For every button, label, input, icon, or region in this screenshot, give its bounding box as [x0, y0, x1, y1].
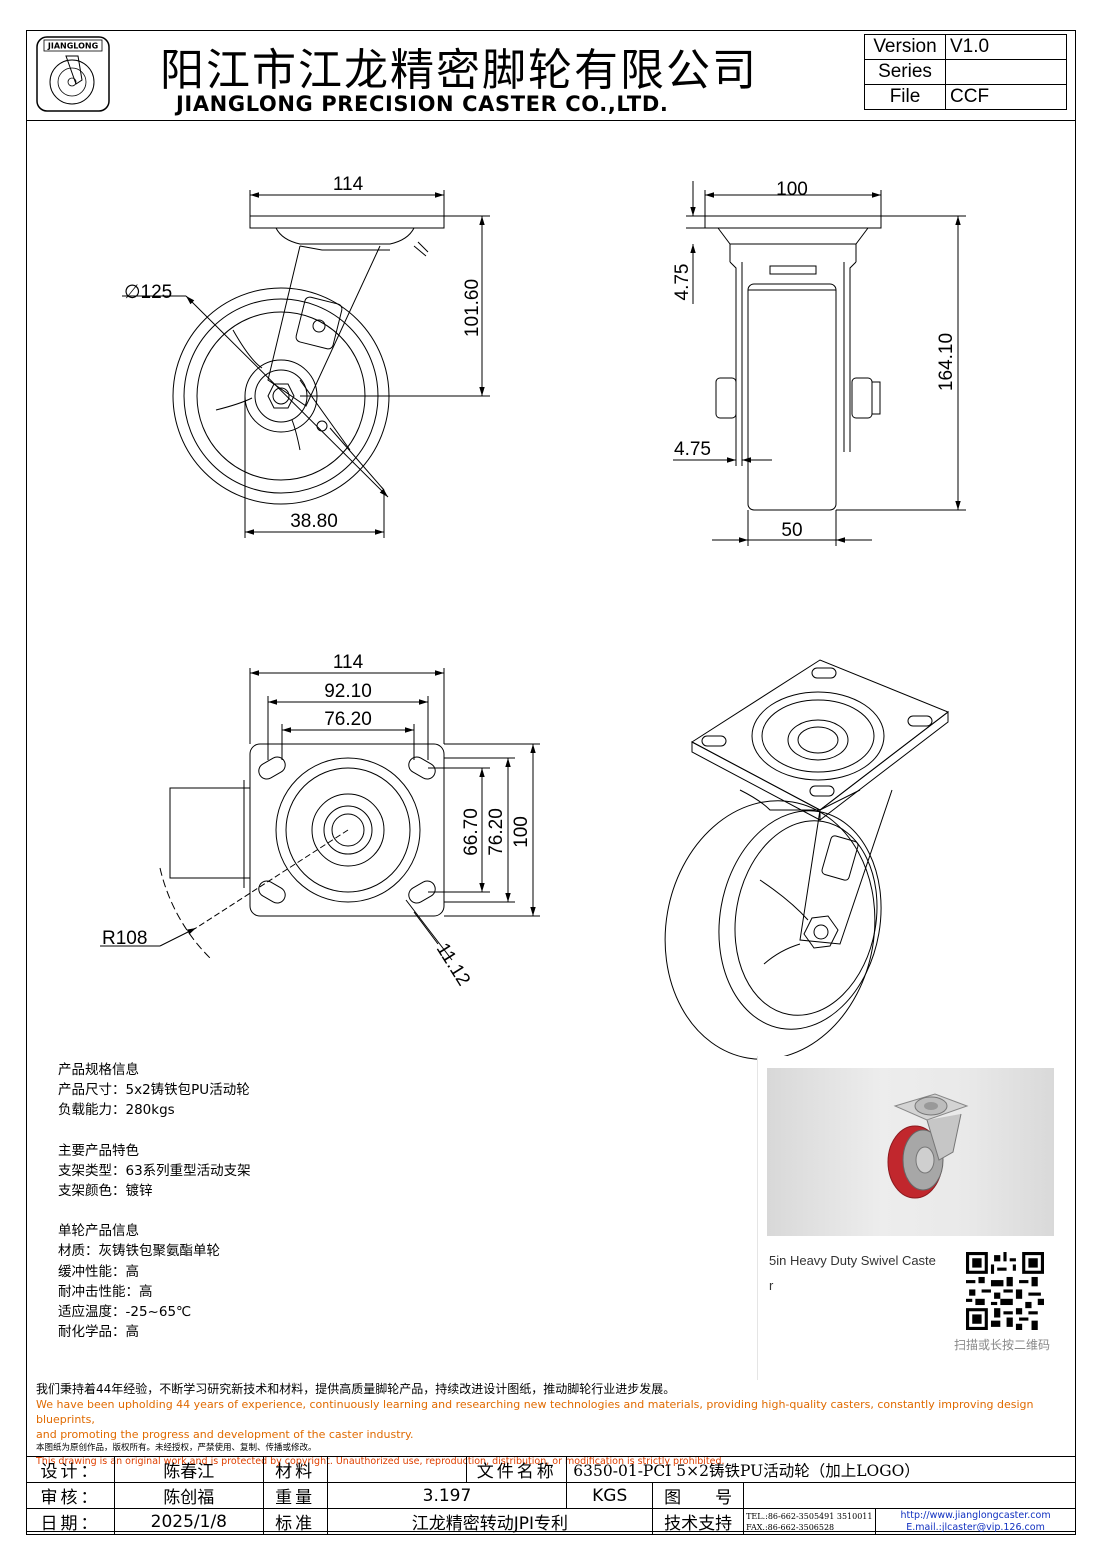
- header-divider: [26, 120, 1076, 121]
- support-label: 技术支持: [652, 1508, 745, 1535]
- dim-top-plate-height: 100: [511, 816, 532, 848]
- product-specs: 产品规格信息 产品尺寸：5x2铸铁包PU活动轮 负载能力：280kgs 主要产品…: [58, 1060, 251, 1342]
- filename-label: 文件名称: [466, 1456, 568, 1483]
- en-statement-1: We have been upholding 44 years of exper…: [36, 1398, 1034, 1426]
- spec-group-title: 产品规格信息: [58, 1062, 139, 1078]
- dim-top-slot-width: 11.12: [432, 940, 474, 990]
- notes: 我们秉持着44年经验，不断学习研究新技术和材料，提供高质量脚轮产品，持续改进设计…: [36, 1381, 1076, 1468]
- material-value: [326, 1456, 468, 1483]
- company-name-en: JIANGLONG PRECISION CASTER CO.,LTD.: [176, 92, 669, 116]
- spec-group-title: 主要产品特色: [58, 1142, 139, 1159]
- spec-chemical: 耐化学品：高: [58, 1324, 139, 1341]
- title-block: 设计： 陈春江 材料 文件名称 6350-01-PCI 5×2铸铁PU活动轮（加…: [26, 1456, 1076, 1535]
- spec-material: 材质：灰铸铁包聚氨酯单轮: [58, 1243, 220, 1260]
- contact-phone: TEL.:86-662-3505491 3510011 FAX.:86-662-…: [743, 1508, 877, 1535]
- series-label: Series: [864, 59, 946, 85]
- cn-copyright: 本图纸为原创作品，版权所有。未经授权，严禁使用、复制、传播或修改。: [36, 1443, 317, 1453]
- company-logo: JIANGLONG: [36, 36, 110, 112]
- reviewer-name: 陈创福: [113, 1482, 264, 1509]
- dim-side-diameter: ∅125: [124, 282, 172, 303]
- product-card[interactable]: 5in Heavy Duty Swivel Caster 扫描或长按二维码: [757, 1056, 1065, 1380]
- dim-side-offset: 38.80: [290, 511, 338, 532]
- designer-label: 设计：: [26, 1456, 115, 1483]
- side-view: [172, 215, 445, 505]
- cn-statement: 我们秉持着44年经验，不断学习研究新技术和材料，提供高质量脚轮产品，持续改进设计…: [36, 1382, 676, 1396]
- dim-top-hole-span-outer: 92.10: [324, 681, 372, 702]
- technical-drawing: 114 ∅125 101.60 38.80 100 4.75 164.10 4.…: [100, 174, 966, 1060]
- dim-front-total-height: 164.10: [936, 333, 957, 391]
- spec-bracket-color: 支架颜色：镀锌: [58, 1183, 153, 1200]
- file-value: CCF: [945, 84, 1067, 110]
- product-photo: [767, 1068, 1054, 1236]
- series-value: [945, 59, 1067, 85]
- reviewer-label: 审核：: [26, 1482, 115, 1509]
- email-link[interactable]: E.mail.:jlcaster@vip.126.com: [906, 1521, 1045, 1533]
- drawing-no-label: 图 号: [652, 1482, 745, 1509]
- dim-top-hole-span-inner: 76.20: [324, 709, 372, 730]
- svg-text:JIANGLONG: JIANGLONG: [47, 42, 98, 51]
- weight-label: 重量: [262, 1482, 328, 1509]
- spec-cushion: 缓冲性能：高: [58, 1263, 139, 1280]
- date-value: 2025/1/8: [113, 1508, 264, 1535]
- dim-top-hole-span-v1: 66.70: [461, 808, 482, 856]
- dim-top-swivel-radius: R108: [102, 928, 147, 949]
- product-caption: 5in Heavy Duty Swivel Caster: [769, 1253, 936, 1293]
- top-view: [159, 743, 445, 959]
- dim-side-height: 101.60: [462, 279, 483, 337]
- drawing-no-value: [743, 1482, 1076, 1509]
- weight-unit: KGS: [566, 1482, 654, 1509]
- dim-front-leg-thk: 4.75: [674, 439, 711, 460]
- qr-caption: 扫描或长按二维码: [954, 1338, 1051, 1352]
- spec-load: 负载能力：280kgs: [58, 1102, 175, 1119]
- dim-front-wheel-width: 50: [781, 520, 802, 541]
- designer-name: 陈春江: [113, 1456, 264, 1483]
- fax: FAX.:86-662-3506528: [746, 1522, 835, 1532]
- front-view: [704, 215, 882, 511]
- version-value: V1.0: [945, 34, 1067, 60]
- standard-label: 标准: [262, 1508, 328, 1535]
- spec-temperature: 适应温度：-25~65℃: [58, 1304, 192, 1321]
- filename-value: 6350-01-PCI 5×2铸铁PU活动轮（加上LOGO）: [566, 1456, 1076, 1483]
- dim-top-plate-width: 114: [333, 652, 364, 673]
- file-label: File: [864, 84, 946, 110]
- weight-value: 3.197: [326, 1482, 568, 1509]
- dim-front-plate-thk: 4.75: [672, 264, 693, 301]
- material-label: 材料: [262, 1456, 328, 1483]
- dim-front-top-width: 100: [776, 179, 808, 200]
- tel: TEL.:86-662-3505491 3510011: [746, 1511, 873, 1521]
- en-statement-2: and promoting the progress and developme…: [36, 1428, 414, 1441]
- spec-size: 产品尺寸：5x2铸铁包PU活动轮: [58, 1082, 250, 1099]
- standard-value: 江龙精密转动JPI专利: [326, 1508, 654, 1535]
- website-link[interactable]: http://www.jianglongcaster.com: [900, 1509, 1051, 1521]
- isometric-view: [664, 659, 949, 1060]
- qr-code-icon[interactable]: [966, 1252, 1044, 1330]
- company-name-cn: 阳江市江龙精密脚轮有限公司: [160, 45, 758, 96]
- spec-impact: 耐冲击性能：高: [58, 1283, 153, 1300]
- spec-group-title: 单轮产品信息: [58, 1223, 139, 1240]
- contact-web: http://www.jianglongcaster.com E.mail.:j…: [875, 1508, 1076, 1535]
- spec-bracket-type: 支架类型：63系列重型活动支架: [58, 1162, 251, 1179]
- dim-side-top-width: 114: [333, 174, 364, 195]
- date-label: 日期：: [26, 1508, 115, 1535]
- dim-top-hole-span-v2: 76.20: [486, 808, 507, 856]
